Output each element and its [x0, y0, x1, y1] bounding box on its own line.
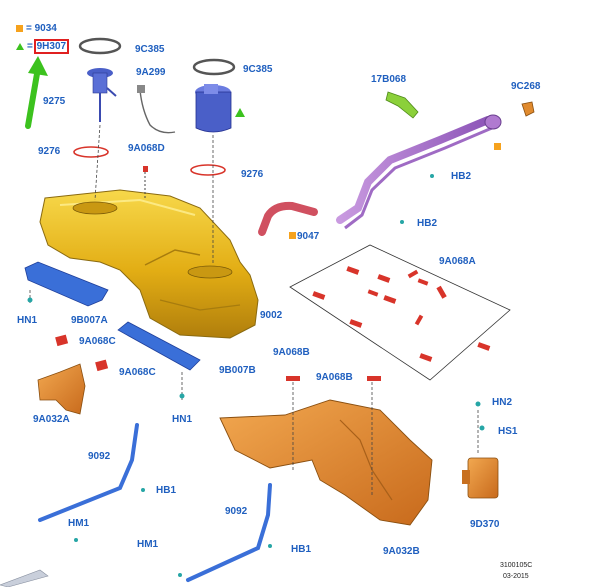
part-label: HS1 [498, 426, 518, 437]
tank-strap [24, 261, 109, 307]
fuel-cap [521, 101, 535, 117]
valve-part [143, 166, 148, 200]
part-label: 9275 [43, 96, 66, 107]
triangle-icon [16, 42, 24, 50]
legend-item-triangle: = 9H307 [16, 39, 70, 54]
part-label: 9A068B [316, 372, 353, 383]
tank-strap-long [38, 423, 139, 522]
part-label: 9C385 [135, 44, 165, 55]
fuel-sender-unit [87, 68, 117, 122]
part-label: HN1 [17, 315, 38, 326]
part-label: 9092 [225, 506, 248, 517]
part-label: 9B007B [219, 365, 256, 376]
green-arrow-icon [25, 56, 48, 129]
heat-shield-small [37, 363, 86, 415]
part-label: 9D370 [470, 519, 500, 530]
part-label: 9276 [241, 169, 264, 180]
fuel-pump-module [195, 84, 232, 133]
part-label: 9A068C [119, 367, 156, 378]
filler-vent-line [344, 126, 493, 230]
tank-strap-long [186, 483, 272, 582]
part-label: 9A068C [79, 336, 116, 347]
part-label: HN2 [492, 397, 513, 408]
part-label: 9C268 [511, 81, 541, 92]
seal-ring [73, 146, 109, 158]
legend-eq: = [26, 23, 32, 34]
filler-pipe [336, 116, 492, 224]
part-label: HB2 [417, 218, 438, 229]
pad-part [95, 359, 109, 372]
part-label: HB1 [156, 485, 177, 496]
pad-part [55, 334, 69, 347]
part-label: HB1 [291, 544, 312, 555]
part-label: 9B007A [71, 315, 108, 326]
square-marker-icon [289, 232, 296, 239]
heat-shield-large [219, 399, 433, 526]
triangle-marker-icon [235, 108, 245, 117]
bracket-part [0, 569, 49, 587]
shield-detail [339, 419, 393, 501]
part-label: 9C385 [243, 64, 273, 75]
fuel-tank [39, 189, 259, 339]
part-label: 9047 [297, 231, 320, 242]
filler-green-part [385, 91, 419, 119]
part-label: HN1 [172, 414, 193, 425]
part-label: 9A068B [273, 347, 310, 358]
part-label: 9A299 [136, 67, 166, 78]
filler-neck [484, 114, 502, 130]
control-module [462, 457, 499, 499]
kit-pads [312, 266, 491, 362]
part-label: 9A032A [33, 414, 70, 425]
legend-code-highlighted: 9H307 [33, 39, 70, 54]
legend-item-square: = 9034 [16, 23, 57, 35]
kit-panel [289, 244, 511, 381]
square-marker-icon [494, 143, 501, 150]
tank-strap [117, 321, 201, 371]
part-label: 9A032B [383, 546, 420, 557]
part-label: 17B068 [371, 74, 407, 85]
legend-eq: = [27, 41, 33, 52]
part-label: 9002 [260, 310, 283, 321]
figure-date: 03-2015 [503, 573, 529, 580]
leader-lines [29, 124, 479, 495]
part-label: HB2 [451, 171, 472, 182]
lock-ring [78, 37, 122, 55]
pad-part [286, 376, 300, 381]
part-label: HM1 [137, 539, 159, 550]
lock-ring [192, 58, 236, 76]
seal-ring [190, 164, 226, 176]
part-label: 9092 [88, 451, 111, 462]
wire-connector [137, 85, 145, 93]
wire-harness [139, 89, 176, 134]
fill-hose [258, 201, 318, 236]
legend-code: 9034 [34, 23, 57, 34]
pad-part [367, 376, 381, 381]
figure-reference: 3100105C [500, 562, 533, 569]
part-label: 9A068D [128, 143, 165, 154]
part-label: 9276 [38, 146, 61, 157]
square-icon [16, 24, 23, 32]
fastener-icons [27, 174, 485, 577]
part-label: HM1 [68, 518, 90, 529]
part-label: 9A068A [439, 256, 476, 267]
